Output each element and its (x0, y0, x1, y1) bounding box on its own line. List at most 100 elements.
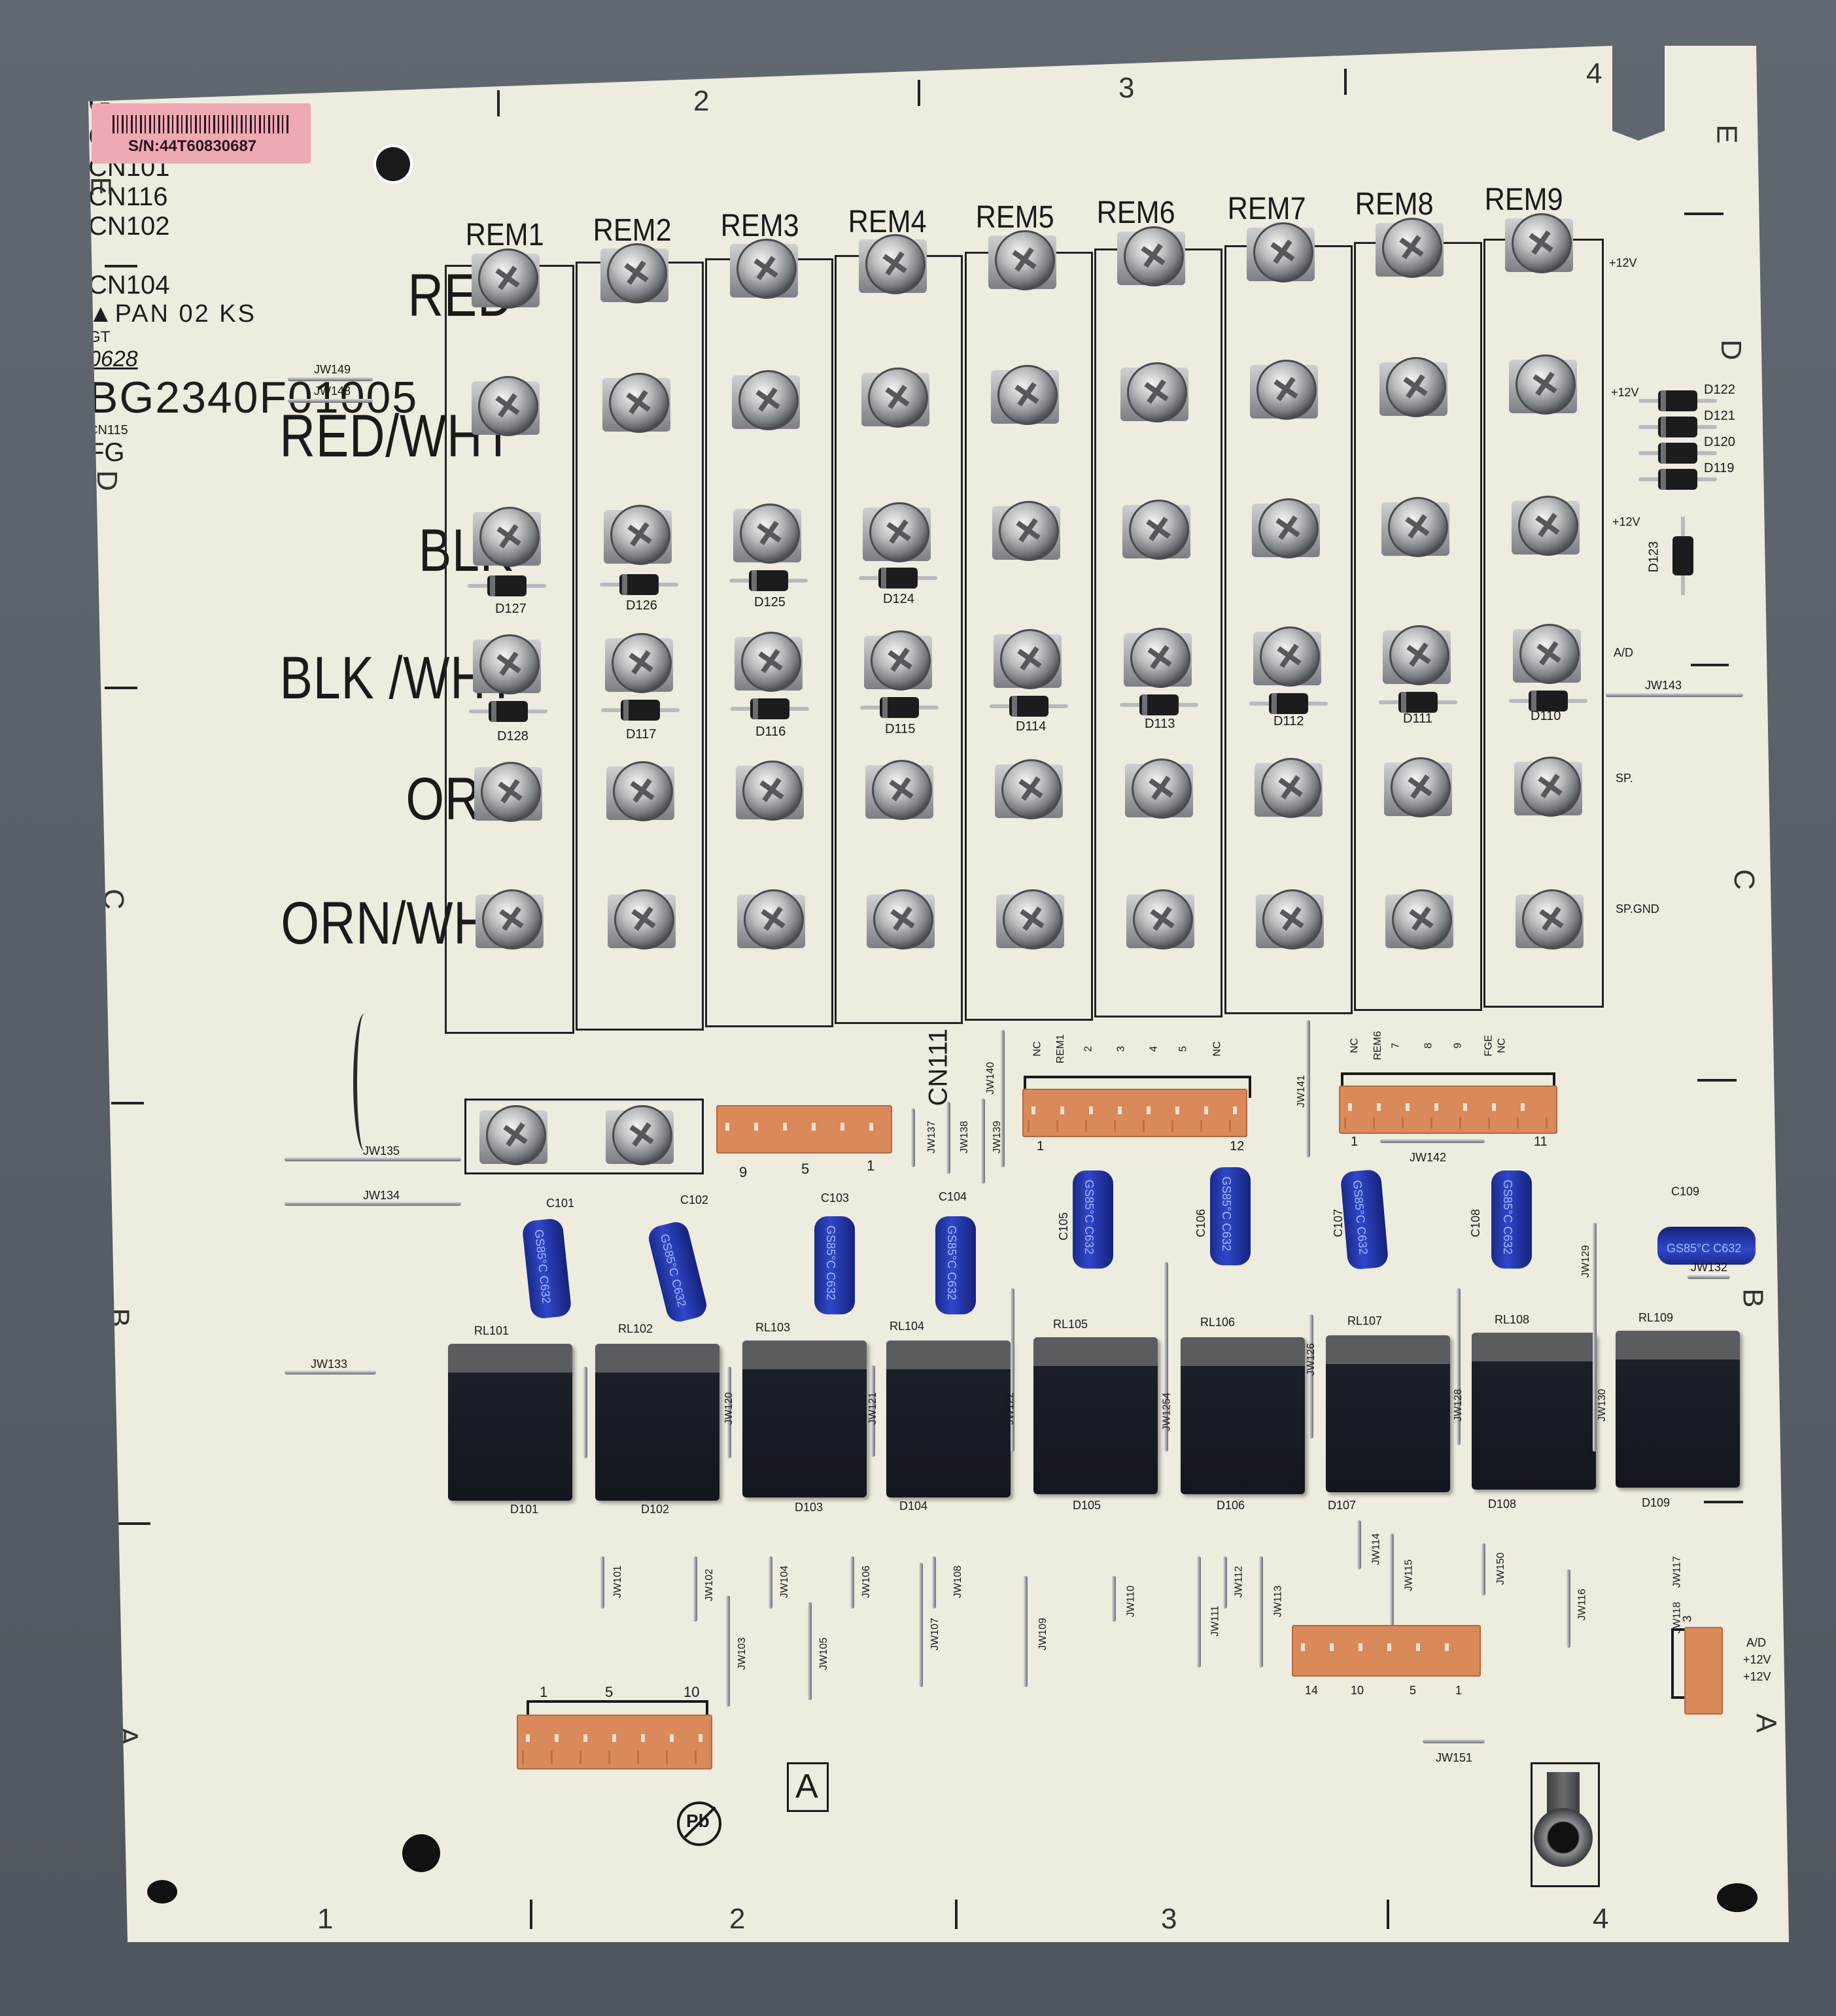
screw-terminal[interactable] (990, 629, 1065, 692)
connector-cn102[interactable] (1292, 1625, 1481, 1677)
screw-terminal[interactable] (1117, 362, 1192, 425)
screw-terminal[interactable] (991, 759, 1067, 822)
screw-terminal[interactable] (863, 889, 939, 952)
screw-terminal[interactable] (1122, 889, 1198, 952)
diode-label: D126 (626, 598, 657, 613)
screw-terminal[interactable] (1249, 626, 1325, 689)
screw-terminal[interactable] (1380, 757, 1456, 820)
screw-terminal[interactable] (861, 760, 937, 823)
jumper-wire (288, 399, 373, 403)
door-terminal-g[interactable] (476, 1105, 551, 1168)
screw-terminal[interactable] (597, 243, 672, 306)
jumper-label: JW107 (929, 1618, 941, 1650)
screw-terminal[interactable] (988, 501, 1064, 564)
screw-terminal[interactable] (855, 234, 931, 297)
screw-terminal[interactable] (1246, 360, 1322, 422)
screw-terminal[interactable] (992, 889, 1068, 952)
screw-terminal[interactable] (1251, 758, 1326, 821)
barcode-icon (113, 115, 289, 133)
grid-tick (111, 1102, 144, 1104)
cn104-outline (527, 1700, 708, 1719)
screw-terminal[interactable] (1243, 222, 1319, 285)
screw-terminal[interactable] (984, 230, 1060, 293)
screw-terminal[interactable] (731, 632, 806, 694)
screw-terminal[interactable] (729, 504, 805, 566)
screw-terminal[interactable] (1381, 889, 1457, 952)
screw-terminal[interactable] (859, 502, 935, 565)
jumper-label: JW116 (1576, 1588, 1588, 1621)
screw-terminal[interactable] (728, 370, 804, 433)
screw-terminal[interactable] (469, 507, 545, 570)
screw-terminal[interactable] (1121, 759, 1197, 821)
jumper-wire (1309, 1314, 1313, 1439)
door-speaker-outline (464, 1099, 704, 1174)
relay-rl103 (742, 1341, 867, 1497)
door-terminal-speaker[interactable] (602, 1105, 678, 1168)
diode-label: D114 (1016, 719, 1047, 734)
column-label-rem6: REM6 (1096, 196, 1175, 230)
capacitor-label: C104 (939, 1190, 967, 1203)
screw-terminal[interactable] (1252, 889, 1328, 952)
screw-terminal[interactable] (1120, 628, 1196, 691)
screw-terminal[interactable] (470, 762, 546, 825)
column-label-rem3: REM3 (720, 209, 799, 243)
cn116-pin-labels: NC REM6 7 8 9 FGE NC (1349, 1031, 1508, 1061)
screw-terminal[interactable] (1509, 624, 1585, 687)
screw-terminal[interactable] (1377, 497, 1453, 560)
screw-terminal[interactable] (860, 630, 936, 693)
screw-terminal[interactable] (601, 633, 677, 696)
jumper-label: JW114 (1370, 1533, 1382, 1565)
screw-terminal[interactable] (1379, 625, 1455, 688)
screw-terminal[interactable] (857, 367, 933, 430)
screw-terminal[interactable] (1376, 357, 1451, 420)
screw-terminal[interactable] (598, 373, 674, 436)
screw-terminal[interactable] (469, 634, 545, 697)
jumper-label: JW143 (1645, 679, 1682, 692)
connector-cn104[interactable] (517, 1715, 712, 1769)
screw-terminal[interactable] (733, 889, 809, 952)
screw-terminal[interactable] (602, 761, 678, 824)
grid-marker-right-D: D (1714, 339, 1747, 360)
screw-terminal[interactable] (1508, 496, 1584, 558)
diode (600, 573, 678, 596)
connector-cn106[interactable] (716, 1105, 892, 1153)
screw-terminal[interactable] (468, 248, 544, 311)
cn106-pin-9: 9 (739, 1164, 748, 1180)
screw-terminal[interactable] (472, 889, 547, 952)
jumper-wire (1259, 1556, 1263, 1667)
grid-tick (918, 80, 920, 106)
diode (469, 700, 547, 723)
ground-lug[interactable] (1534, 1772, 1593, 1877)
jumper-label: JW120 (723, 1392, 735, 1425)
connector-cn111[interactable] (1684, 1627, 1723, 1715)
grid-tick (105, 687, 137, 689)
relay-rl107 (1326, 1335, 1450, 1492)
connector-cn101[interactable] (1022, 1089, 1247, 1137)
jumper-wire (285, 1202, 461, 1206)
diode (859, 566, 937, 590)
screw-terminal[interactable] (1512, 889, 1587, 952)
screw-terminal[interactable] (1510, 757, 1586, 819)
screw-terminal[interactable] (987, 365, 1063, 428)
capacitor-label: C103 (821, 1191, 850, 1204)
screw-terminal[interactable] (1372, 218, 1447, 281)
screw-terminal[interactable] (1501, 213, 1577, 276)
jumper-label: JW1254 (1161, 1392, 1173, 1431)
screw-terminal[interactable] (726, 239, 802, 301)
jumper-label: JW115 (1403, 1559, 1415, 1592)
screw-terminal[interactable] (604, 889, 680, 952)
screw-terminal[interactable] (1113, 226, 1189, 289)
screw-terminal[interactable] (600, 505, 676, 568)
screw-terminal[interactable] (1248, 498, 1324, 561)
grid-tick (1344, 69, 1347, 95)
cn115-label: CN115 (88, 423, 128, 437)
relay-label: RL109 (1638, 1311, 1674, 1324)
screw-terminal[interactable] (468, 376, 544, 439)
jumper-label: JW151 (1436, 1751, 1473, 1764)
screw-terminal[interactable] (1118, 500, 1194, 562)
connector-cn116[interactable] (1339, 1085, 1557, 1134)
relay-rl104 (886, 1341, 1011, 1497)
screw-terminal[interactable] (732, 760, 808, 823)
cn102-pin-10: 10 (1351, 1684, 1364, 1697)
screw-terminal[interactable] (1505, 354, 1581, 417)
